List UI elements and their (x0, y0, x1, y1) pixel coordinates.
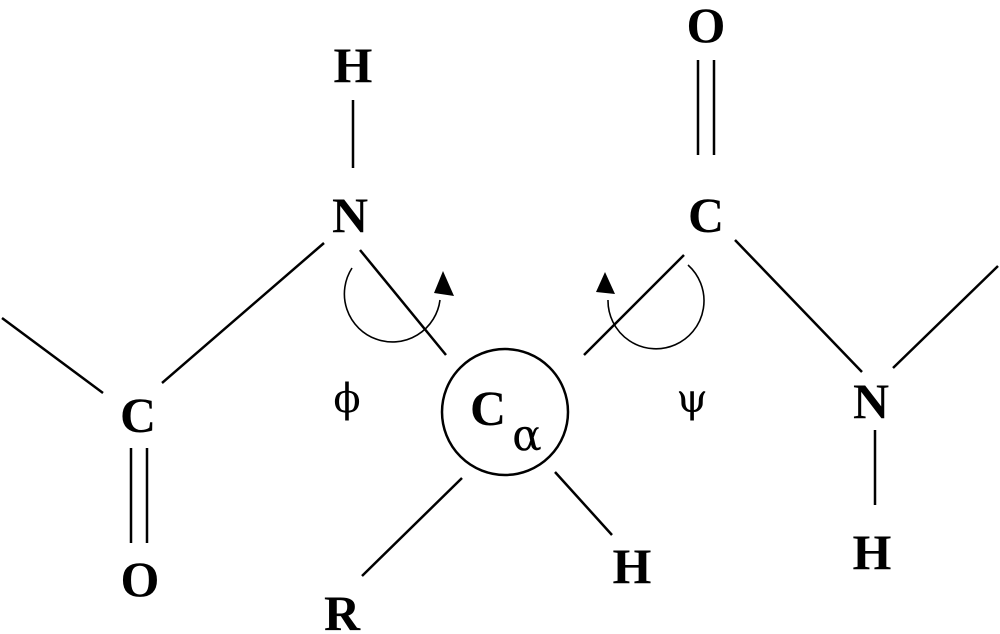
atom-h-bottom-right: H (853, 524, 892, 580)
bond-n-left-to-c-alpha (359, 249, 447, 356)
phi-arrowhead-icon (434, 271, 454, 296)
bond-c-alpha-to-h (554, 471, 613, 536)
bond-c-right-to-n-right (734, 239, 863, 373)
atom-h-top: H (334, 37, 373, 93)
atom-n-left: N (332, 187, 368, 243)
atom-o-left: O (121, 551, 160, 607)
atom-c-alpha: C (470, 380, 506, 436)
psi-rotation-arc (607, 264, 705, 350)
bond-c-left-to-n-left (161, 242, 325, 384)
atom-c-left: C (120, 387, 156, 443)
phi-angle-label: ϕ (333, 376, 360, 422)
bond-c-alpha-to-r (361, 477, 463, 577)
atom-n-right: N (853, 373, 889, 429)
bond-chain-left (1, 316, 104, 395)
atom-c-alpha-subscript: α (512, 410, 542, 461)
psi-angle-label: ψ (676, 376, 707, 422)
psi-arrowhead-icon (596, 272, 615, 294)
bond-chain-right (892, 265, 999, 369)
atom-o-right: O (687, 0, 726, 53)
bond-c-alpha-to-c-right (583, 254, 685, 356)
atom-h-alpha: H (613, 538, 652, 594)
phi-rotation-arc (343, 267, 441, 343)
atom-c-right: C (688, 187, 724, 243)
atom-r-group: R (324, 585, 361, 634)
c-alpha-ring (440, 347, 570, 477)
